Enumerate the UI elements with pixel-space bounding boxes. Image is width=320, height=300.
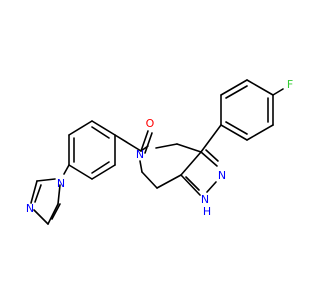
fluorine-label: F — [287, 78, 293, 91]
bond — [200, 151, 218, 167]
bond — [205, 149, 219, 162]
fluorophenyl-ring — [220, 79, 284, 141]
bond — [200, 124, 222, 153]
imidazole-ring — [30, 178, 61, 225]
bond — [68, 120, 93, 136]
bond — [47, 203, 59, 225]
bond — [144, 132, 153, 154]
bond — [139, 160, 143, 173]
bond — [180, 174, 201, 196]
molecule-structure: F O N N N H N N — [26, 78, 293, 225]
bond — [220, 79, 248, 96]
phenylene-ring — [63, 120, 116, 180]
bond — [155, 143, 178, 149]
bond — [57, 184, 61, 205]
bond — [63, 164, 70, 175]
bond — [91, 126, 110, 139]
bond — [272, 88, 284, 96]
pyrazole-n2-label: N — [218, 169, 226, 182]
pyrazole-n1-label: N — [201, 193, 209, 206]
bond — [225, 121, 248, 135]
bicyclic-core — [139, 124, 222, 196]
bond — [246, 79, 274, 96]
bond — [156, 174, 182, 189]
bond — [114, 134, 142, 152]
amide-nitrogen-label: N — [136, 148, 144, 161]
imidazole-n1-label: N — [57, 177, 65, 190]
bond — [246, 124, 274, 141]
bond — [33, 209, 49, 225]
bond — [91, 164, 116, 180]
bond — [36, 178, 56, 182]
bond — [206, 181, 217, 193]
imidazole-n3-label: N — [26, 202, 34, 215]
bond — [140, 130, 149, 152]
bond — [180, 151, 202, 176]
bond — [30, 180, 38, 204]
bond — [176, 143, 202, 153]
bond — [34, 184, 42, 203]
bond — [91, 120, 116, 136]
carbonyl-linker — [114, 130, 153, 154]
bond — [220, 124, 248, 141]
bond — [51, 203, 61, 220]
bond — [185, 176, 200, 191]
pyrazole-h-label: H — [203, 205, 211, 218]
bond — [225, 85, 248, 99]
bond — [68, 164, 93, 180]
oxygen-label: O — [146, 117, 155, 130]
bond — [91, 161, 110, 174]
bond — [141, 171, 158, 189]
